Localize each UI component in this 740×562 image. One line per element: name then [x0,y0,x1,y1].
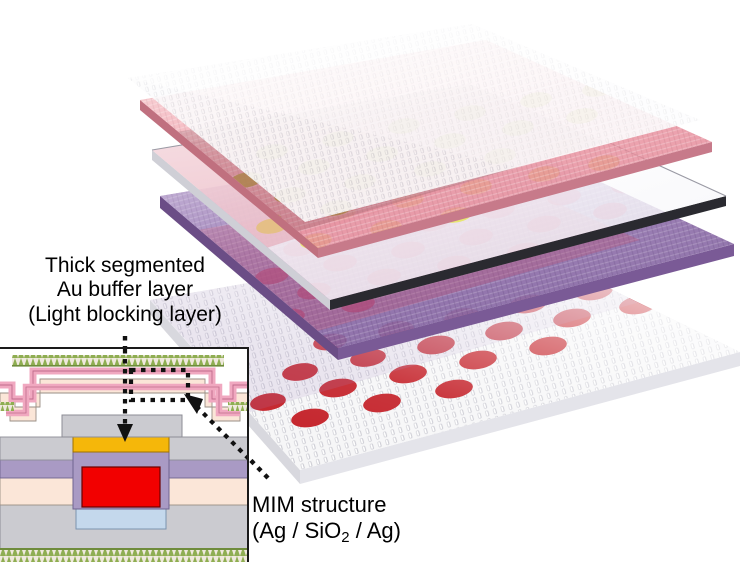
au-label-line-1: Thick segmented [45,254,205,277]
grating-base-bottom [0,548,247,550]
inset-callout-box [128,367,191,403]
inset-annotation-overlay [117,349,247,460]
mim-formula-subscript: 2 [341,528,350,546]
mim-label-line-2: (Ag / SiO2 / Ag) [252,518,502,547]
inset-arrow-mim-shaft [194,404,247,460]
thick-segmented-au-buffer-layer-label: Thick segmented Au buffer layer (Light b… [0,254,250,327]
inset-arrow-mim-head [184,394,203,414]
au-label-line-2: Au buffer layer [56,278,194,302]
grating-teeth-top [12,355,224,366]
active-red-block [81,466,161,508]
mim-formula-suffix: / Ag) [349,517,401,543]
grating-base-top [12,365,224,367]
mim-formula-prefix: (Ag / SiO [252,517,342,543]
grating-teeth-left [0,402,14,411]
au-label-line-3: (Light blocking layer) [28,302,222,326]
grating-teeth-right [228,402,247,411]
inset-arrow-au-head [117,424,133,442]
pink-cladding-outline [0,370,247,400]
cross-section-inset [0,347,249,562]
pink-cladding-inner-outline [6,386,240,414]
grating-teeth-bottom [0,550,247,562]
mim-label-line-1: MIM structure [252,492,387,517]
cross-section-svg [0,349,247,562]
plane-pillar-array-top [128,24,700,222]
mim-structure-label: MIM structure (Ag / SiO2 / Ag) [252,492,502,546]
